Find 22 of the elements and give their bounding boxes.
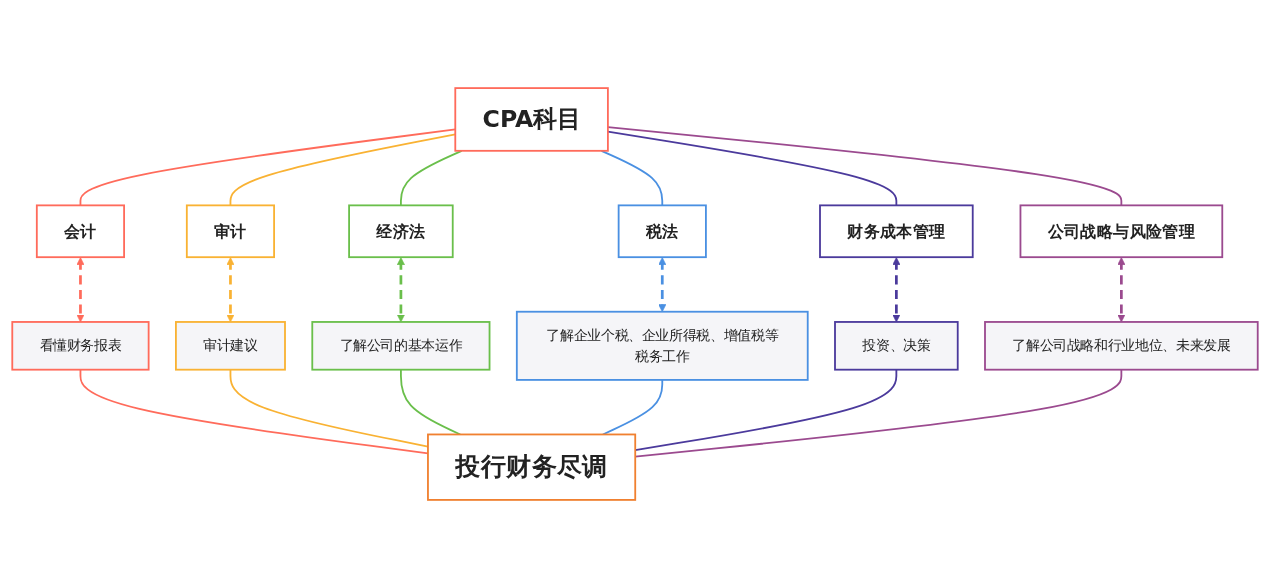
node-box: 税法 — [617, 203, 707, 258]
arrow — [396, 256, 405, 322]
node-box: 了解企业个税、企业所得税、增值税等税务工作 — [515, 310, 809, 381]
node-box: 审计建议 — [174, 320, 286, 371]
arrow — [225, 256, 234, 322]
node-box: 会计 — [35, 203, 125, 258]
node-box: 财务成本管理 — [818, 203, 974, 258]
node-box: 了解公司的基本运作 — [310, 320, 490, 371]
node-box: 投行财务尽调 — [426, 433, 636, 501]
arrow — [657, 256, 666, 312]
node-box: 审计 — [185, 203, 275, 258]
node-box: 经济法 — [347, 203, 454, 258]
node-box: 投资、决策 — [833, 320, 959, 371]
arrow — [891, 256, 900, 322]
node-box: 了解公司战略和行业地位、未来发展 — [983, 320, 1259, 371]
connector — [399, 149, 463, 206]
node-box: 看懂财务报表 — [10, 320, 150, 371]
node-box: 公司战略与风险管理 — [1019, 203, 1223, 258]
arrow — [75, 256, 84, 322]
arrow — [1116, 256, 1125, 322]
node-box: CPA科目 — [453, 86, 609, 152]
connector — [600, 149, 663, 206]
